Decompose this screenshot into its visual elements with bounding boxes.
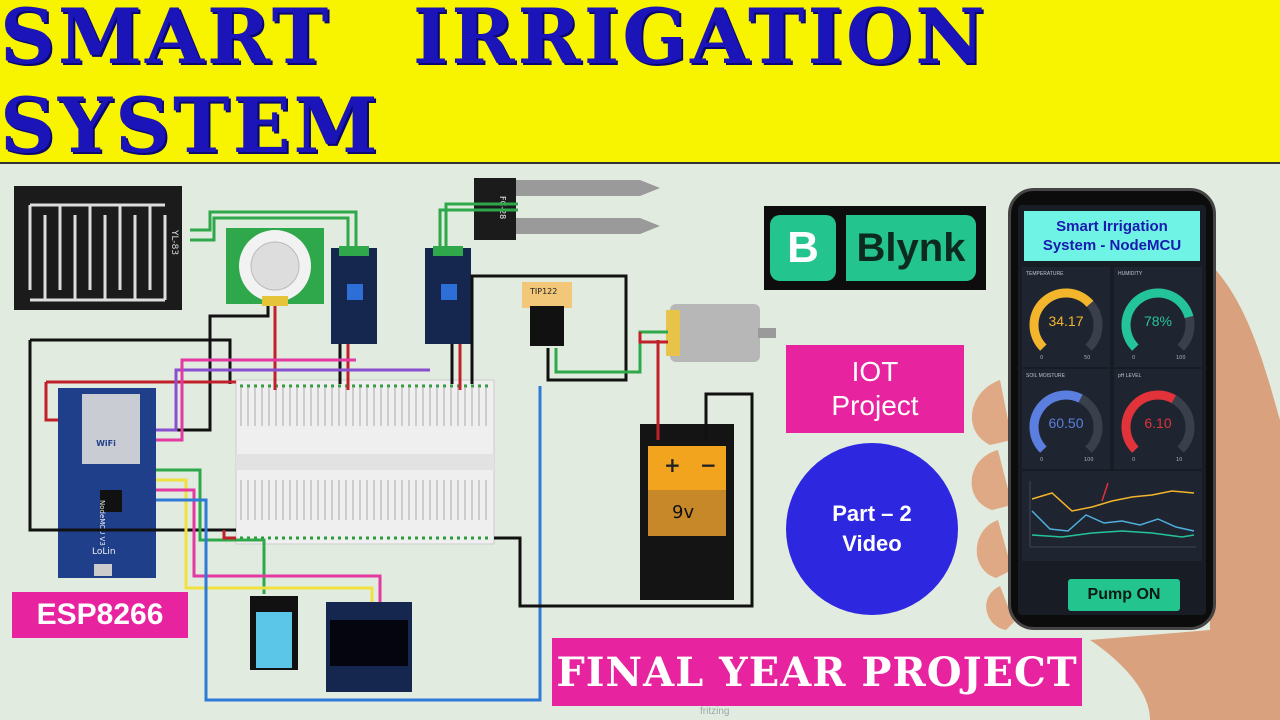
page-title: SMART IRRIGATION SYSTEM xyxy=(0,0,988,170)
dht-sensor xyxy=(250,596,298,670)
temperature-gauge: TEMPERATURE 34.17 0 50 xyxy=(1022,267,1110,367)
breadboard xyxy=(235,379,495,545)
app-title-line1: Smart Irrigation xyxy=(1056,218,1168,235)
battery-plus: + xyxy=(664,453,681,477)
gauge-value: 78% xyxy=(1143,313,1173,329)
nodemcu-name: NodeMCU V3 xyxy=(98,500,106,546)
gauge-max: 10 xyxy=(1176,457,1183,463)
oled-display xyxy=(326,602,412,692)
pir-sensor xyxy=(226,228,324,306)
esp-label: ESP8266 xyxy=(12,592,188,638)
gauge-arc xyxy=(1029,288,1103,351)
gauge-fill xyxy=(1029,390,1083,453)
part-line1: Part – 2 xyxy=(832,501,912,526)
battery-minus: − xyxy=(700,453,717,477)
transistor-label: TIP122 xyxy=(529,287,557,296)
gauge-label: SOIL MOISTURE xyxy=(1026,373,1065,379)
part-line2: Video xyxy=(842,531,902,556)
smartphone: Smart Irrigation System - NodeMCU TEMPER… xyxy=(1008,188,1216,630)
gauge-min: 0 xyxy=(1040,355,1044,361)
gauge-min: 0 xyxy=(1132,355,1136,361)
gauge-value: 60.50 xyxy=(1048,415,1084,431)
gauge-label: pH LEVEL xyxy=(1118,373,1142,379)
gauge-fill xyxy=(1029,288,1094,351)
soil-probe-label: FC-28 xyxy=(498,196,507,219)
chart-widget xyxy=(1022,471,1202,561)
pump-on-button[interactable]: Pump ON xyxy=(1068,579,1180,611)
part-video-badge: Part – 2 Video xyxy=(786,443,958,615)
gauge-max: 100 xyxy=(1084,457,1094,463)
gauge-value: 6.10 xyxy=(1144,415,1172,431)
gauge-arc xyxy=(1029,390,1103,453)
blynk-b-icon: B xyxy=(770,215,836,281)
tip122-transistor: TIP122 xyxy=(522,282,572,346)
gauge-label: TEMPERATURE xyxy=(1026,271,1064,277)
gauge-fill xyxy=(1121,288,1194,351)
wifi-label: WiFi xyxy=(96,439,116,448)
gauge-value: 34.17 xyxy=(1048,313,1084,329)
gauge-arc xyxy=(1121,390,1195,453)
dc-motor xyxy=(666,304,776,362)
battery-9v: + − 9v xyxy=(640,424,734,600)
gauge-min: 0 xyxy=(1040,457,1044,463)
gauge-arc xyxy=(1121,288,1195,351)
app-header: Smart Irrigation System - NodeMCU xyxy=(1024,211,1200,261)
title-banner: SMART IRRIGATION SYSTEM xyxy=(0,0,1280,170)
gauge-fill xyxy=(1121,390,1177,453)
rain-module xyxy=(331,246,377,344)
rain-sensor-label: YL-83 xyxy=(169,229,179,255)
humidity-gauge: HUMIDITY 78% 0 100 xyxy=(1114,267,1202,367)
iot-project-box: IOT Project xyxy=(786,345,964,433)
ph-gauge: pH LEVEL 6.10 0 10 xyxy=(1114,369,1202,469)
rain-sensor: YL-83 xyxy=(14,186,182,310)
blynk-app-screen: Smart Irrigation System - NodeMCU TEMPER… xyxy=(1018,205,1206,615)
final-year-banner: FINAL YEAR PROJECT xyxy=(552,638,1082,706)
gauge-label: HUMIDITY xyxy=(1118,271,1143,277)
iot-line2: Project xyxy=(831,390,919,421)
gauge-max: 100 xyxy=(1176,355,1186,361)
battery-label: 9v xyxy=(672,502,694,523)
gauge-min: 0 xyxy=(1132,457,1136,463)
gauge-max: 50 xyxy=(1084,355,1091,361)
wiring xyxy=(28,202,754,702)
nodemcu-board: WiFi NodeMCU V3 LoLin xyxy=(58,388,156,578)
app-title-line2: System - NodeMCU xyxy=(1042,237,1182,254)
circuit-diagram: YL-83 FC-28 WiFi NodeM xyxy=(14,178,776,702)
blynk-wordmark: Blynk xyxy=(846,215,976,281)
iot-line1: IOT xyxy=(851,356,899,387)
nodemcu-maker: LoLin xyxy=(92,547,116,557)
blynk-logo: B Blynk xyxy=(764,206,986,290)
soil-module xyxy=(425,246,471,344)
soil-moisture-gauge: SOIL MOISTURE 60.50 0 100 xyxy=(1022,369,1110,469)
fritzing-watermark: fritzing xyxy=(700,706,730,717)
history-chart xyxy=(1029,481,1196,548)
